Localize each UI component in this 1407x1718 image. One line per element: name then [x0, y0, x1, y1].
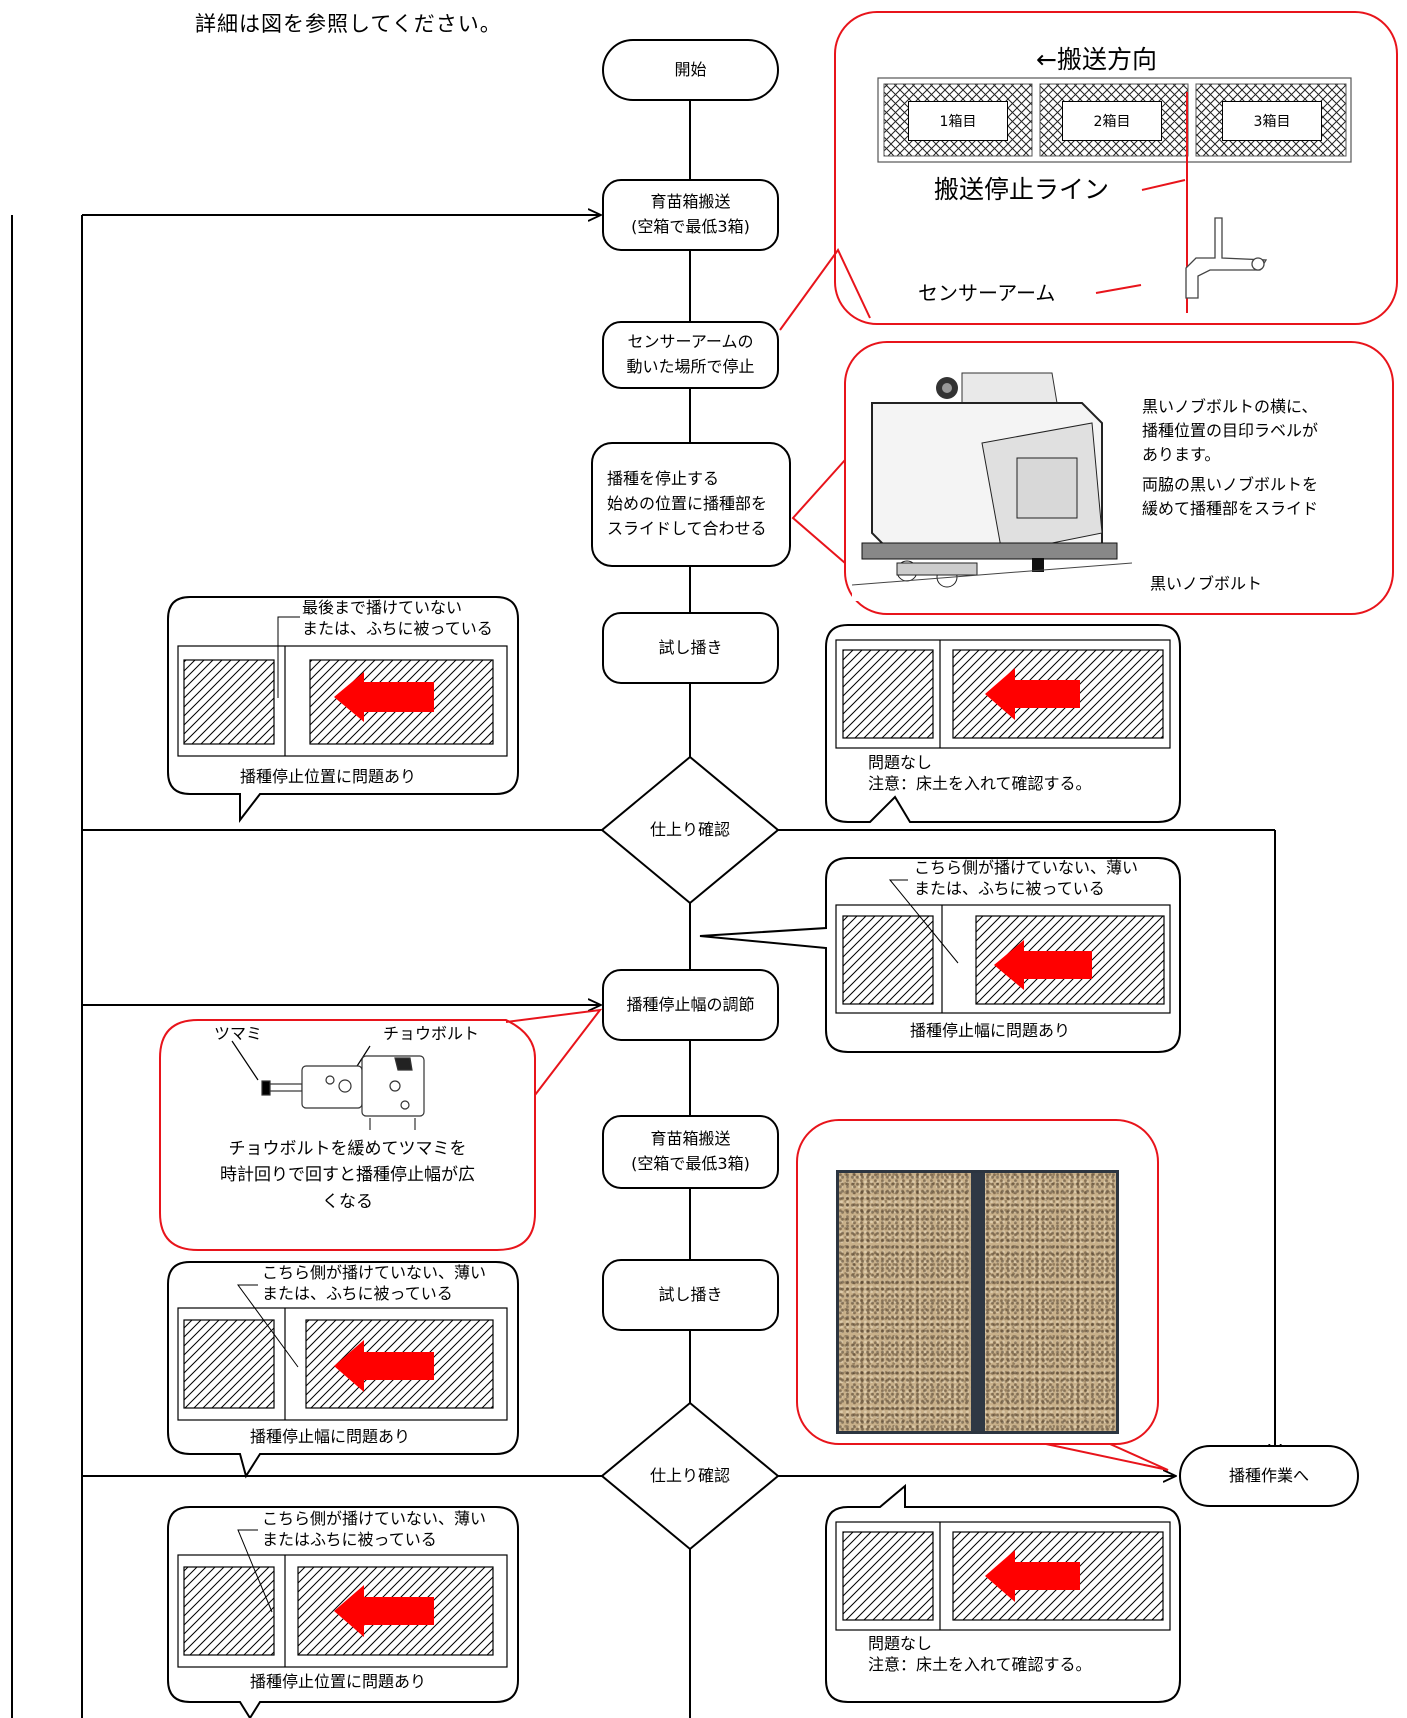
node-check2-label: 仕上り確認 — [649, 1465, 730, 1485]
node-start-label: 開始 — [674, 59, 707, 79]
start-shape — [602, 39, 779, 101]
seeded-trays-photo — [836, 1170, 1119, 1434]
stop-pos2-note2: またはふちに被っている — [262, 1529, 437, 1549]
ok2-line1: 問題なし — [868, 1634, 933, 1653]
width1-note2: または、ふちに被っている — [914, 878, 1105, 898]
node-transport2-line2: (空箱で最低3箱) — [631, 1154, 750, 1173]
box-3-label: 3箱目 — [1222, 101, 1322, 141]
bubble-ok1 — [825, 624, 1181, 823]
node-stop-seeding-line2: 始めの位置に播種部を — [607, 494, 768, 514]
node-start: 開始 — [603, 40, 778, 100]
node-adjust-width: 播種停止幅の調節 — [603, 970, 778, 1040]
adjust-line3: くなる — [322, 1191, 373, 1212]
box-1-label: 1箱目 — [908, 101, 1008, 141]
adjust-line2: 時計回りで回すと播種停止幅が広 — [220, 1165, 475, 1186]
knob-text-line3: あります。 — [1142, 445, 1221, 464]
knob-bolt-label: 黒いノブボルト — [1150, 574, 1263, 593]
knob-callout-frame — [844, 341, 1394, 615]
adjust-width-shape — [602, 969, 779, 1041]
node-transport2: 育苗箱搬送 (空箱で最低3箱) — [603, 1116, 778, 1188]
knob-text-line5: 緩めて播種部をスライド — [1142, 499, 1319, 518]
red-callouts — [159, 11, 1398, 1471]
width2-note1: こちら側が播けていない、薄い — [262, 1263, 487, 1282]
node-check1: 仕上り確認 — [602, 808, 778, 852]
transport1-shape — [602, 179, 779, 251]
stop-at-sensor-shape — [602, 321, 779, 389]
bubble-width1 — [699, 857, 1181, 1053]
flow-lines — [11, 100, 1275, 1718]
conveyor-callout-frame — [834, 11, 1398, 325]
knob-text-line4: 両脇の黒いノブボルトを — [1142, 475, 1319, 494]
knob-text-line1: 黒いノブボルトの横に、 — [1142, 397, 1318, 416]
node-stop-seeding-line1: 播種を停止する — [607, 469, 720, 489]
sensor-arm-drawing — [1185, 217, 1268, 299]
node-trial1: 試し播き — [603, 613, 778, 683]
transport2-shape — [602, 1115, 779, 1189]
node-stop-at-sensor-line1: センサーアームの — [627, 332, 754, 352]
bubble-width2 — [167, 1261, 519, 1479]
ok2-line2: 注意：床土を入れて確認する。 — [868, 1654, 1092, 1674]
node-transport2-line1: 育苗箱搬送 — [650, 1129, 731, 1149]
sensor-arm-label: センサーアーム — [918, 281, 1056, 305]
intro-text: 詳細は図を参照してください。 — [195, 12, 502, 36]
stop-pos2-note1: こちら側が播けていない、薄い — [262, 1509, 487, 1528]
node-trial2: 試し播き — [603, 1260, 778, 1330]
bubble-stop-pos — [167, 596, 519, 823]
node-trial2-label: 試し播き — [658, 1284, 723, 1304]
stop-line-label: 搬送停止ライン — [934, 175, 1110, 204]
flow-shapes — [591, 39, 1359, 1551]
node-stop-at-sensor: センサーアームの動いた場所で停止 — [603, 322, 778, 388]
adjust-instructions: チョウボルトを緩めてツマミを 時計回りで回すと播種停止幅が広 くなる — [160, 1136, 535, 1215]
width1-caption: 播種停止幅に問題あり — [910, 1021, 1071, 1040]
ok1-line1: 問題なし — [868, 753, 933, 772]
knob-text-line2: 播種位置の目印ラベルが — [1142, 421, 1319, 440]
node-to-seeding: 播種作業へ — [1180, 1446, 1358, 1506]
adjust-callout-frame — [159, 1019, 536, 1251]
width1-note1: こちら側が播けていない、薄い — [914, 858, 1139, 877]
node-adjust-width-label: 播種停止幅の調節 — [626, 994, 755, 1014]
width2-caption: 播種停止幅に問題あり — [250, 1427, 411, 1446]
bubble-stop-pos2 — [167, 1506, 519, 1718]
seeder-machine-image — [852, 363, 1132, 601]
knob-callout-text: 黒いノブボルトの横に、 播種位置の目印ラベルが あります。 両脇の黒いノブボルト… — [1142, 395, 1318, 521]
node-check2: 仕上り確認 — [602, 1454, 778, 1498]
stop-pos-note: 最後まで播けていないまたは、ふちに被っている — [302, 598, 493, 640]
stop-pos2-note: こちら側が播けていない、薄いまたはふちに被っている — [262, 1509, 486, 1551]
node-transport1-line2: (空箱で最低3箱) — [631, 217, 750, 236]
stop-pos2-caption: 播種停止位置に問題あり — [250, 1672, 427, 1691]
conveyor-direction: ←搬送方向 — [1036, 45, 1157, 74]
tray-divider — [971, 1173, 985, 1431]
node-trial1-label: 試し播き — [658, 637, 723, 657]
wing-bolt-label: チョウボルト — [383, 1024, 480, 1043]
bubble-ok2 — [825, 1483, 1181, 1703]
trial2-shape — [602, 1259, 779, 1331]
stop-pos-caption: 播種停止位置に問題あり — [240, 767, 417, 786]
tsumami-label: ツマミ — [214, 1024, 263, 1043]
stop-seeding-shape — [591, 442, 791, 567]
width2-note: こちら側が播けていない、薄いまたは、ふちに被っている — [262, 1263, 486, 1305]
ok2-text: 問題なし注意：床土を入れて確認する。 — [868, 1634, 1092, 1676]
node-to-seeding-label: 播種作業へ — [1228, 1465, 1309, 1485]
trial1-shape — [602, 612, 779, 684]
node-transport1-line1: 育苗箱搬送 — [650, 192, 731, 212]
width2-note2: または、ふちに被っている — [262, 1283, 453, 1303]
node-stop-seeding: 播種を停止する始めの位置に播種部をスライドして合わせる — [607, 443, 787, 566]
adjust-line1: チョウボルトを緩めてツマミを — [228, 1139, 467, 1159]
check1-shape — [600, 755, 780, 905]
to-seeding-shape — [1179, 1445, 1359, 1507]
node-check1-label: 仕上り確認 — [649, 819, 730, 839]
stop-pos-note1: 最後まで播けていない — [302, 598, 463, 617]
box-2-label: 2箱目 — [1062, 101, 1162, 141]
stop-pos-note2: または、ふちに被っている — [302, 618, 493, 638]
ok1-line2: 注意：床土を入れて確認する。 — [868, 773, 1092, 793]
node-stop-at-sensor-line2: 動いた場所で停止 — [626, 357, 755, 376]
node-stop-seeding-line3: スライドして合わせる — [607, 518, 767, 538]
photo-callout-frame — [796, 1119, 1159, 1445]
knob-drawing — [231, 1040, 425, 1130]
node-transport1: 育苗箱搬送 (空箱で最低3箱) — [603, 180, 778, 250]
ok1-text: 問題なし注意：床土を入れて確認する。 — [868, 753, 1092, 795]
width1-note: こちら側が播けていない、薄いまたは、ふちに被っている — [914, 858, 1138, 900]
check2-shape — [600, 1401, 780, 1551]
